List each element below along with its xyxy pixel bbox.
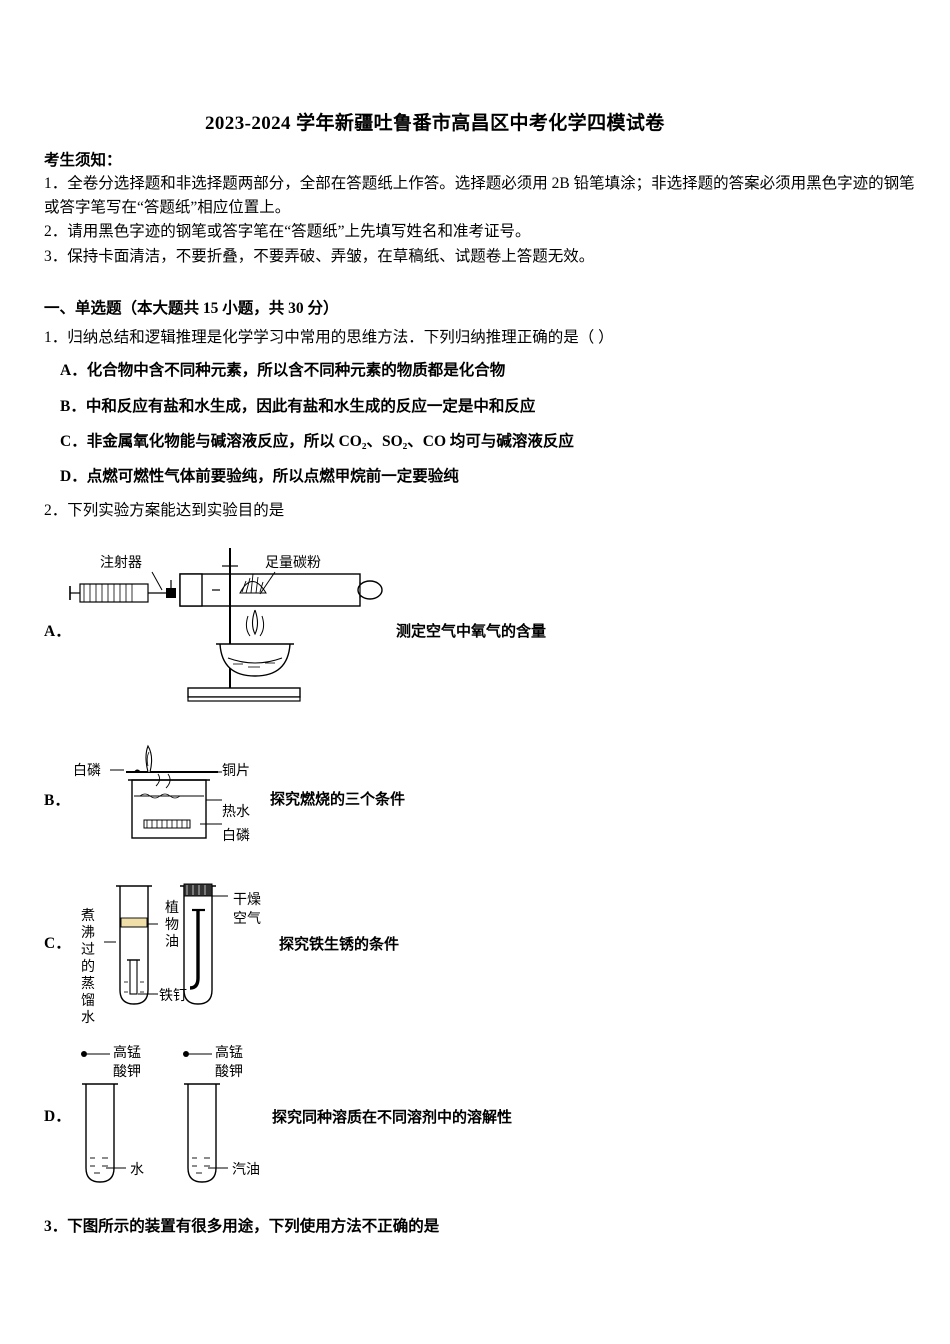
figure-d-label-water: 水 xyxy=(130,1163,144,1178)
figure-b-apparatus xyxy=(110,740,270,860)
section-heading: 一、单选题（本大题共 15 小题，共 30 分） xyxy=(44,300,339,317)
figure-b-label-copper-sheet: 铜片 xyxy=(222,764,250,779)
figure-b-label-hot-water: 热水 xyxy=(222,805,250,820)
question-2-number: 2． xyxy=(44,502,68,519)
notice-heading: 考生须知： xyxy=(44,152,122,169)
question-1-number: 1． xyxy=(44,329,68,346)
figure-c-label-boiled-water: 煮沸过的蒸馏水 xyxy=(81,909,95,1026)
notice-line-1: 1．全卷分选择题和非选择题两部分，全部在答题纸上作答。选择题必须用 2B 铅笔填… xyxy=(44,175,915,216)
question-2-choice-b-label: B． xyxy=(44,792,70,809)
figure-d-apparatus xyxy=(78,1040,278,1190)
question-2-choice-c-description: 探究铁生锈的条件 xyxy=(279,937,400,953)
figure-d-label-gasoline: 汽油 xyxy=(232,1163,260,1178)
question-2-choice-d-description: 探究同种溶质在不同溶剂中的溶解性 xyxy=(272,1110,513,1126)
figure-c-label-dry-air-2: 空气 xyxy=(233,912,261,927)
question-1-option-b: B．中和反应有盐和水生成，因此有盐和水生成的反应一定是中和反应 xyxy=(60,398,536,415)
figure-d-label-kmno4-1a: 高锰 xyxy=(113,1046,141,1061)
notice-line-2: 2．请用黑色字迹的钢笔或答字笔在“答题纸”上先填写姓名和准考证号。 xyxy=(44,223,531,240)
figure-b-label-phosphorus-bottom: 白磷 xyxy=(222,829,250,844)
question-1-text: 归纳总结和逻辑推理是化学学习中常用的思维方法．下列归纳推理正确的是（ ） xyxy=(67,329,614,346)
question-2-choice-b-description: 探究燃烧的三个条件 xyxy=(270,792,406,808)
question-2-choice-c-label: C． xyxy=(44,935,71,952)
figure-b-label-phosphorus-top: 白磷 xyxy=(73,764,101,779)
figure-a-label-carbon: 足量碳粉 xyxy=(265,556,321,571)
figure-a-leader-lines xyxy=(150,570,310,600)
figure-d-label-kmno4-1b: 酸钾 xyxy=(113,1065,141,1080)
figure-a-label-syringe: 注射器 xyxy=(100,556,142,571)
question-1-stem: 1．归纳总结和逻辑推理是化学学习中常用的思维方法．下列归纳推理正确的是（ ） xyxy=(44,325,614,347)
figure-c-apparatus xyxy=(104,882,282,1012)
question-2-choice-a-label: A． xyxy=(44,623,71,640)
figure-d-label-kmno4-2b: 酸钾 xyxy=(215,1065,243,1080)
question-1-option-c: C．非金属氧化物能与碱溶液反应，所以 CO₂、SO₂、CO 均可与碱溶液反应 xyxy=(60,433,574,450)
figure-c-label-dry-air-1: 干燥 xyxy=(233,893,261,908)
question-3-text: 下图所示的装置有很多用途，下列使用方法不正确的是 xyxy=(67,1218,440,1235)
question-2-choice-d-label: D． xyxy=(44,1108,71,1125)
question-1-option-d: D．点燃可燃性气体前要验纯，所以点燃甲烷前一定要验纯 xyxy=(60,468,459,485)
question-2-choice-a-description: 测定空气中氧气的含量 xyxy=(396,624,547,640)
question-3-number: 3． xyxy=(44,1218,68,1235)
figure-c-label-iron-nail: 铁钉 xyxy=(159,989,187,1004)
notice-line-3: 3．保持卡面清洁，不要折叠，不要弄破、弄皱，在草稿纸、试题卷上答题无效。 xyxy=(44,248,595,265)
question-2-text: 下列实验方案能达到实验目的是 xyxy=(67,502,285,519)
figure-c-label-vegetable-oil: 植物油 xyxy=(165,901,179,950)
question-1-option-a: A．化合物中含不同种元素，所以含不同种元素的物质都是化合物 xyxy=(60,362,506,379)
question-2-stem: 2．下列实验方案能达到实验目的是 xyxy=(44,498,284,520)
page-title: 2023-2024 学年新疆吐鲁番市高昌区中考化学四模试卷 xyxy=(205,113,665,134)
question-3-stem: 3．下图所示的装置有很多用途，下列使用方法不正确的是 xyxy=(44,1214,439,1236)
figure-d-label-kmno4-2a: 高锰 xyxy=(215,1046,243,1061)
